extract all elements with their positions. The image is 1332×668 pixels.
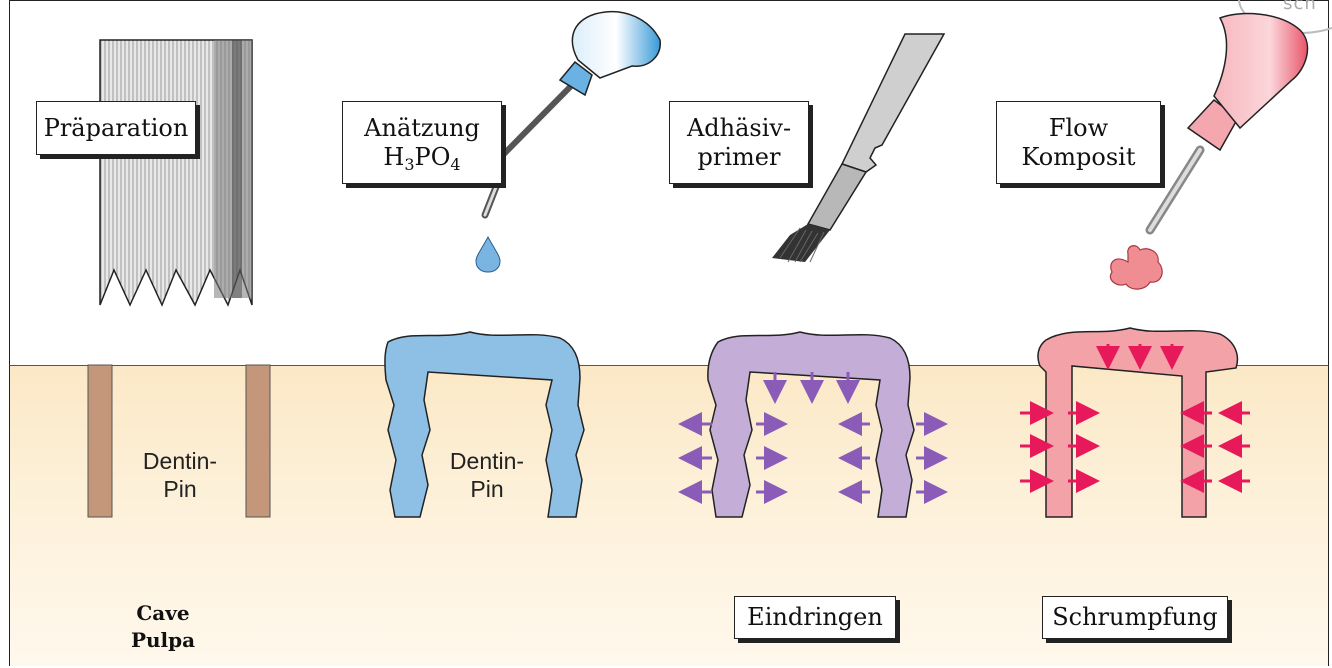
label-adhaesivprimer-line2: primer — [670, 143, 808, 172]
label-anaetzung-line2: H3PO4 — [343, 143, 501, 172]
cave-pulpa-line2: Pulpa — [108, 627, 218, 654]
dentin-pin-label-2-line2: Pin — [427, 475, 547, 503]
label-adhaesivprimer-line1: Adhäsiv- — [670, 114, 808, 143]
composite-blob-icon — [1110, 246, 1162, 289]
composite-layer-arch — [1038, 328, 1237, 517]
label-adhaesivprimer: Adhäsiv- primer — [669, 101, 809, 184]
formula-h: H — [383, 143, 404, 171]
label-flow-komposit-line1: Flow — [997, 114, 1160, 143]
formula-sub-3: 3 — [404, 155, 414, 174]
label-flow-komposit-line2: Komposit — [997, 143, 1160, 172]
label-eindringen-text: Eindringen — [735, 603, 895, 632]
dentin-pin-label-1-line2: Pin — [120, 475, 240, 503]
formula-po: PO — [415, 143, 451, 171]
dentin-pin-right — [246, 365, 270, 517]
etch-syringe-icon — [485, 12, 660, 215]
label-anaetzung-line1: Anätzung — [343, 114, 501, 143]
drop-icon — [476, 237, 500, 272]
dentin-pin-label-2-line1: Dentin- — [427, 447, 547, 475]
primer-layer-arch — [708, 332, 914, 517]
label-flow-komposit: Flow Komposit — [996, 101, 1161, 184]
label-anaetzung: Anätzung H3PO4 — [342, 101, 502, 184]
label-schrumpfung-text: Schrumpfung — [1043, 603, 1227, 632]
dentin-pin-left — [88, 365, 112, 517]
dentin-pin-label-1: Dentin- Pin — [120, 447, 240, 503]
label-eindringen: Eindringen — [734, 596, 896, 639]
formula-sub-4: 4 — [450, 155, 460, 174]
cave-pulpa-label: Cave Pulpa — [108, 600, 218, 654]
dentin-pin-label-1-line1: Dentin- — [120, 447, 240, 475]
label-praeparation: Präparation — [36, 101, 196, 155]
bur-icon — [100, 40, 252, 305]
dentin-pin-label-2: Dentin- Pin — [427, 447, 547, 503]
composite-syringe-icon — [1150, 14, 1308, 230]
label-praeparation-text: Präparation — [37, 114, 195, 143]
label-schrumpfung: Schrumpfung — [1042, 596, 1228, 639]
cave-pulpa-line1: Cave — [108, 600, 218, 627]
